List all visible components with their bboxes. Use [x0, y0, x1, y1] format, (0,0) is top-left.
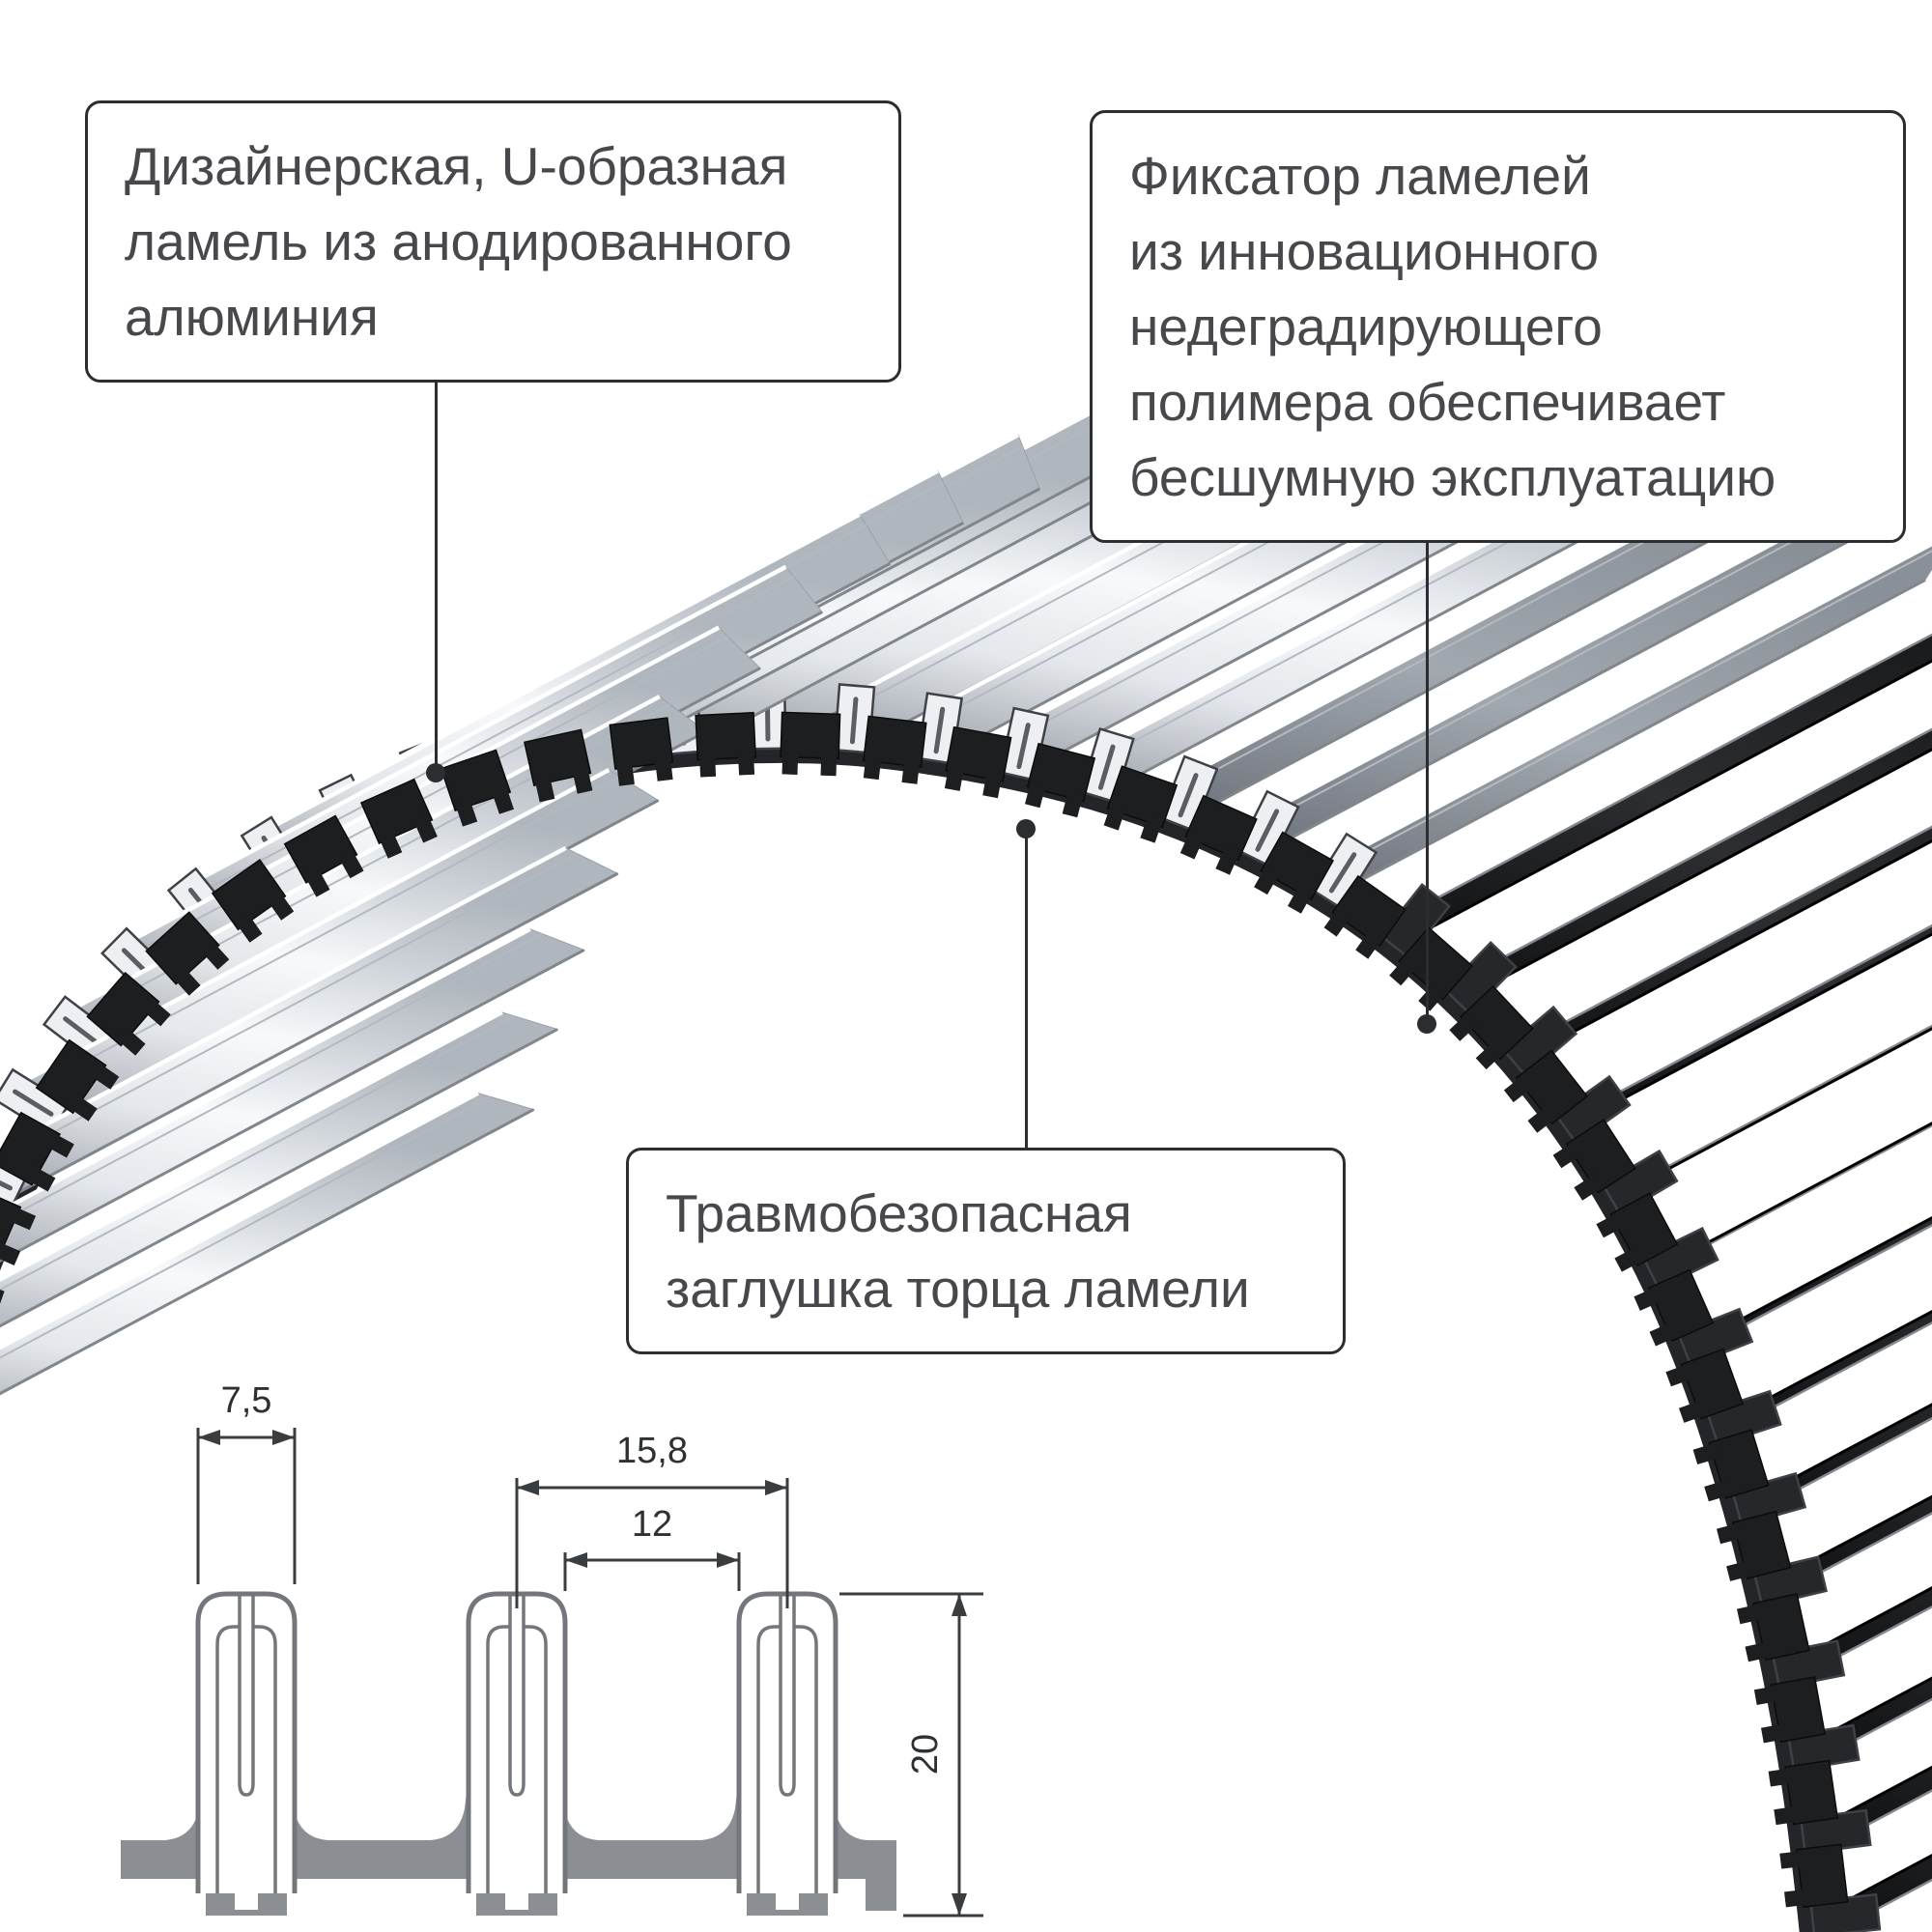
callout-lamella-text: Дизайнерская, U-образная ламель из аноди…	[125, 136, 792, 348]
leader-line-fixator	[1426, 526, 1429, 1024]
callout-lamella: Дизайнерская, U-образная ламель из аноди…	[85, 100, 901, 384]
dimension-pitch: 15,8	[515, 1431, 789, 1608]
leader-dot-fixator	[1417, 1014, 1436, 1034]
dimension-gap: 12	[563, 1504, 741, 1591]
leader-dot-endcap	[1016, 819, 1036, 838]
dimension-lamella-width: 7,5	[196, 1380, 297, 1584]
dim-label-gap: 12	[632, 1504, 672, 1545]
callout-endcap-text: Травмобезопасная заглушка торца ламели	[666, 1183, 1250, 1320]
callout-fixator: Фиксатор ламелей из инновационного недег…	[1090, 110, 1906, 544]
leader-dot-lamella	[426, 763, 445, 782]
u-profile-1	[195, 1591, 298, 1893]
leader-line-endcap	[1025, 826, 1028, 1159]
dim-label-pitch: 15,8	[616, 1431, 688, 1471]
callout-endcap: Травмобезопасная заглушка торца ламели	[626, 1148, 1346, 1355]
dim-label-height: 20	[905, 1734, 946, 1775]
profile-dimension-drawing: 7,5 15,8 12 20	[121, 1380, 983, 1918]
u-profile-2	[466, 1591, 568, 1893]
u-profile-3	[736, 1591, 838, 1893]
dim-label-lamella-width: 7,5	[221, 1380, 272, 1421]
leader-line-lamella	[435, 367, 438, 773]
dimension-height: 20	[839, 1592, 983, 1918]
callout-fixator-text: Фиксатор ламелей из инновационного недег…	[1129, 146, 1776, 508]
